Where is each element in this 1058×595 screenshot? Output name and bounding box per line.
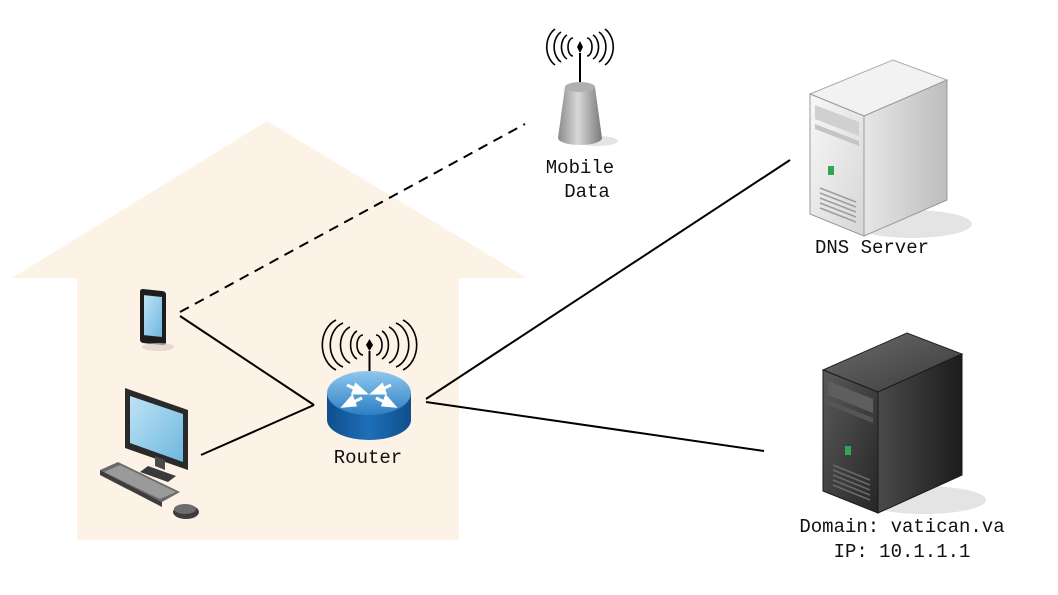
desktop-computer-icon xyxy=(100,388,199,519)
link-computer-to-router xyxy=(200,404,315,456)
router-label: Router xyxy=(334,447,402,469)
dns-server-label: DNS Server xyxy=(815,237,929,259)
web-server-icon xyxy=(821,332,986,514)
mobile-data-label-line1: Mobile xyxy=(546,157,614,179)
web-server-ip-label: IP: 10.1.1.1 xyxy=(834,541,971,563)
link-router-to-dns-server xyxy=(425,159,791,400)
link-router-to-web-server xyxy=(425,401,765,452)
wireless-router-icon xyxy=(321,319,418,440)
mobile-data-label-line2: Data xyxy=(564,181,610,203)
house-outline xyxy=(12,121,527,540)
smartphone-icon xyxy=(140,289,174,351)
link-phone-to-router xyxy=(179,315,315,406)
cell-tower-icon xyxy=(545,28,618,146)
dns-server-icon xyxy=(808,59,972,238)
link-phone-to-mobile-data xyxy=(179,123,526,313)
web-server-domain-label: Domain: vatican.va xyxy=(799,516,1004,538)
network-links xyxy=(179,123,791,456)
